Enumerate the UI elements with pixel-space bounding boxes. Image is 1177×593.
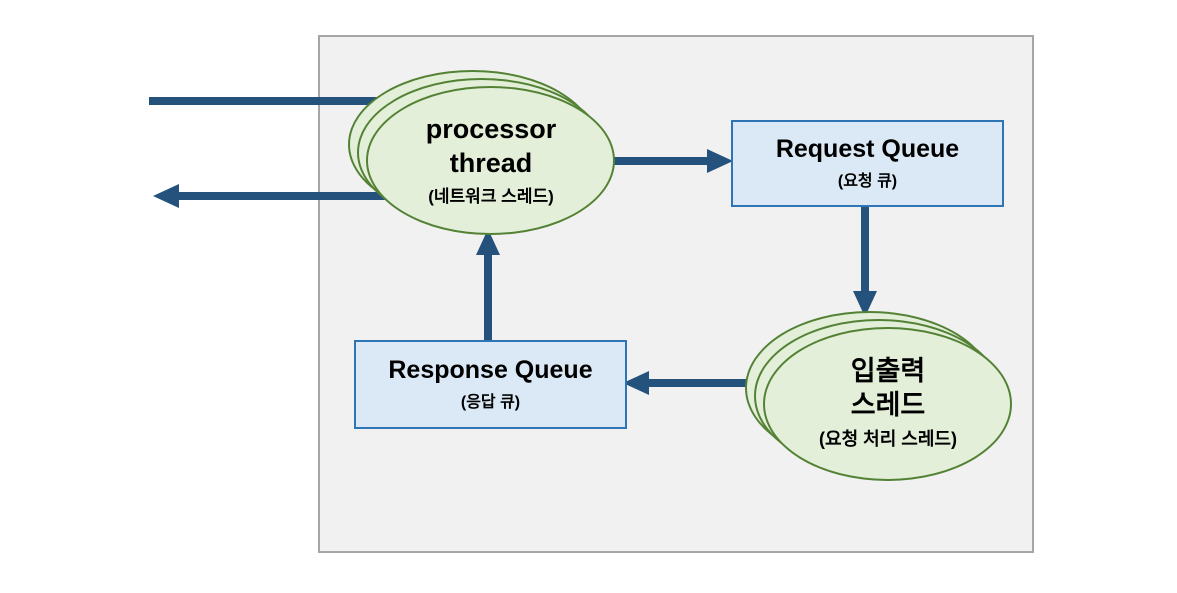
stack-ellipse-front [763, 327, 1012, 481]
request-queue-to-io-thread-arrow [853, 203, 877, 317]
response-queue-subtitle: (응답 큐) [460, 393, 521, 411]
response-queue-to-processor-arrow [476, 229, 500, 340]
processor-thread-subtitle: (네트워크 스레드) [428, 187, 554, 207]
processor-thread-title: processor thread [425, 113, 557, 178]
request-queue-title: Request Queue [775, 135, 960, 164]
response-queue-node: Response Queue (응답 큐) [354, 340, 627, 429]
request-queue-node: Request Queue (요청 큐) [731, 120, 1004, 207]
io-thread-subtitle: (요청 처리 스레드) [819, 428, 957, 449]
client-response-arrow [153, 184, 420, 208]
stack-ellipse-front [366, 86, 615, 235]
request-queue-subtitle: (요청 큐) [837, 172, 898, 190]
processor-thread-node: processor thread (네트워크 스레드) [348, 70, 616, 235]
response-queue-title: Response Queue [388, 356, 593, 385]
io-thread-node: 입출력 스레드 (요청 처리 스레드) [745, 311, 1013, 481]
io-thread-title: 입출력 스레드 [850, 356, 926, 420]
processor-to-request-queue-arrow [600, 149, 733, 173]
